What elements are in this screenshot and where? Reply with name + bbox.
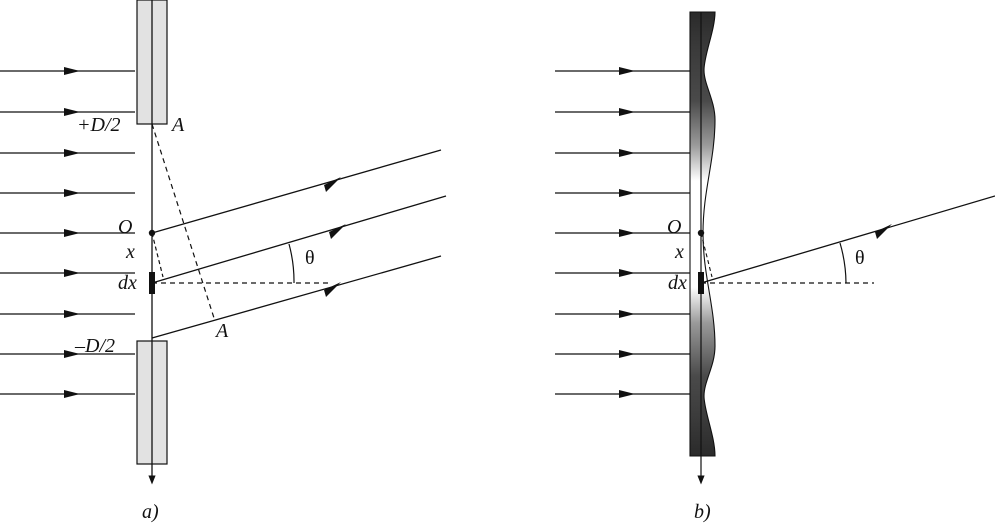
arrowhead	[64, 67, 80, 75]
arrowhead	[64, 189, 80, 197]
arrowhead	[64, 149, 80, 157]
label-origin: O	[667, 216, 681, 238]
label-x: x	[125, 241, 135, 263]
arrowhead	[619, 108, 635, 116]
arrowhead	[329, 224, 346, 239]
label-a-top: A	[170, 114, 185, 136]
arrowhead	[64, 310, 80, 318]
incident-arrowheads	[64, 67, 80, 398]
arrowhead	[64, 108, 80, 116]
diffracted-arrowheads	[324, 177, 346, 297]
origin-point	[148, 229, 156, 237]
element-perpendicular-dashed	[700, 232, 713, 278]
element-perpendicular-dashed	[151, 232, 164, 278]
label-plus-d-half: +D/2	[77, 114, 121, 136]
caption-b: b)	[694, 501, 711, 523]
arrowhead	[619, 189, 635, 197]
label-theta: θ	[855, 247, 865, 269]
arrowhead	[64, 350, 80, 358]
label-minus-d-half: –D/2	[74, 335, 115, 357]
arrowhead	[619, 269, 635, 277]
arrowhead	[619, 310, 635, 318]
arrowhead	[619, 149, 635, 157]
arrowhead	[619, 390, 635, 398]
arrowhead	[619, 67, 635, 75]
diffracted-ray	[151, 149, 442, 234]
label-theta: θ	[305, 247, 315, 269]
diffracted-ray	[151, 255, 442, 339]
diffracted-rays	[151, 149, 447, 339]
label-x: x	[674, 241, 684, 263]
wavefront-dashed	[151, 123, 215, 319]
arrowhead	[64, 229, 80, 237]
arrowhead	[324, 282, 341, 297]
panel-b: O x dx θ b)	[555, 11, 995, 523]
theta-arc	[839, 242, 847, 284]
arrowhead	[875, 224, 892, 239]
diffracted-ray	[151, 195, 447, 284]
panel-a: +D/2 A O x dx θ A –D/2 a)	[0, 0, 447, 523]
caption-a: a)	[142, 501, 159, 523]
arrowhead	[324, 177, 341, 192]
element-dx	[698, 272, 704, 294]
theta-arc	[288, 243, 295, 284]
label-origin: O	[118, 216, 132, 238]
arrowhead	[64, 269, 80, 277]
arrowhead	[619, 350, 635, 358]
arrowhead	[619, 229, 635, 237]
label-dx: dx	[668, 272, 687, 294]
origin-point	[697, 229, 705, 237]
label-a-bottom: A	[214, 320, 229, 342]
arrowhead	[64, 390, 80, 398]
incident-arrowheads	[619, 67, 635, 398]
element-dx	[149, 272, 155, 294]
diffracted-ray	[700, 195, 995, 284]
label-dx: dx	[118, 272, 137, 294]
